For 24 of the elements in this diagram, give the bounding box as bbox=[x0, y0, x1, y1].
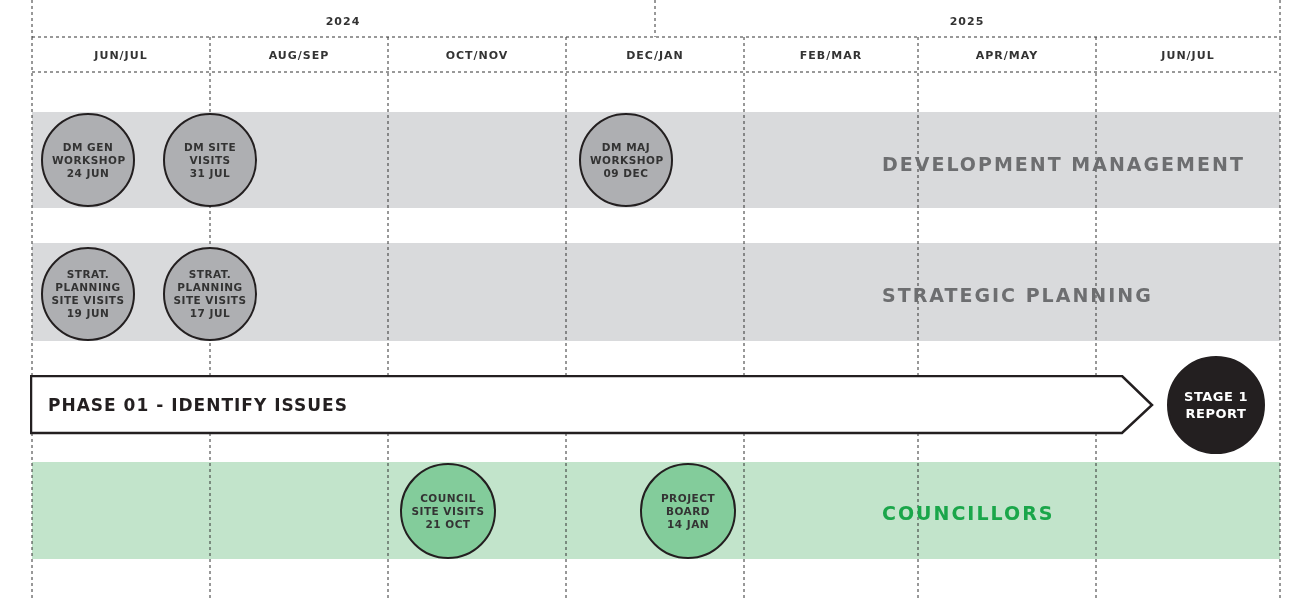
month-label: AUG/SEP bbox=[268, 48, 330, 62]
lane-title: STRATEGIC PLANNING bbox=[882, 284, 1153, 306]
milestone-circle: DM SITE VISITS 31 JUL bbox=[163, 113, 257, 207]
month-label: FEB/MAR bbox=[799, 48, 863, 62]
milestone-circle: COUNCIL SITE VISITS 21 OCT bbox=[400, 463, 496, 559]
month-label: DEC/JAN bbox=[626, 48, 684, 62]
lane-title: COUNCILLORS bbox=[882, 502, 1055, 524]
year-label: 2024 bbox=[325, 14, 361, 28]
milestone-circle: DM MAJ WORKSHOP 09 DEC bbox=[579, 113, 673, 207]
year-label: 2025 bbox=[949, 14, 985, 28]
milestone-circle: STRAT. PLANNING SITE VISITS 17 JUL bbox=[163, 247, 257, 341]
swimlane-band bbox=[32, 243, 1280, 341]
month-label: JUN/JUL bbox=[94, 48, 148, 62]
swimlane-band bbox=[32, 462, 1280, 559]
lane-title: DEVELOPMENT MANAGEMENT bbox=[882, 153, 1245, 175]
milestone-circle: PROJECT BOARD 14 JAN bbox=[640, 463, 736, 559]
phase-label: PHASE 01 - IDENTIFY ISSUES bbox=[48, 395, 348, 415]
month-label: OCT/NOV bbox=[445, 48, 509, 62]
month-label: JUN/JUL bbox=[1161, 48, 1215, 62]
month-label: APR/MAY bbox=[975, 48, 1039, 62]
swimlane-band bbox=[32, 112, 1280, 208]
milestone-circle: DM GEN WORKSHOP 24 JUN bbox=[41, 113, 135, 207]
milestone-circle: STRAT. PLANNING SITE VISITS 19 JUN bbox=[41, 247, 135, 341]
milestone-circle: STAGE 1 REPORT bbox=[1167, 356, 1265, 454]
